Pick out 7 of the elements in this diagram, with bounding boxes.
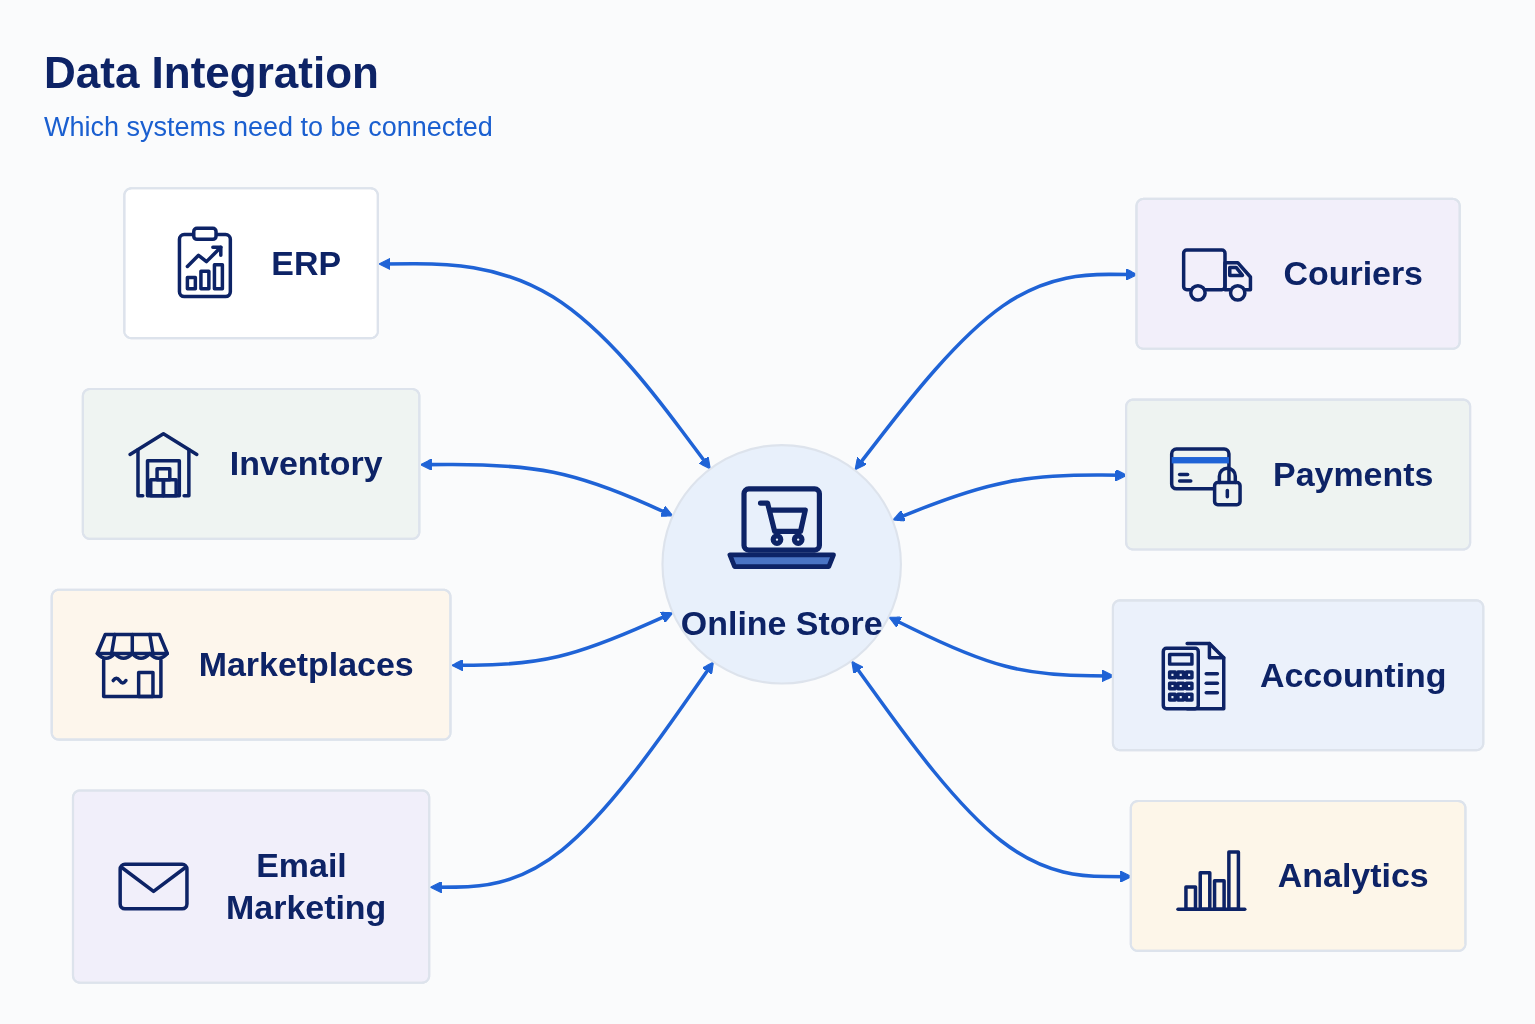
arrow [420,457,674,517]
arrow [429,660,714,893]
arrow [451,611,674,671]
subtitle: Which systems need to be connected [44,111,493,144]
node-circle: Online Store [661,443,902,685]
diagram-title: Data Integration [44,47,380,99]
arrow [378,257,711,469]
